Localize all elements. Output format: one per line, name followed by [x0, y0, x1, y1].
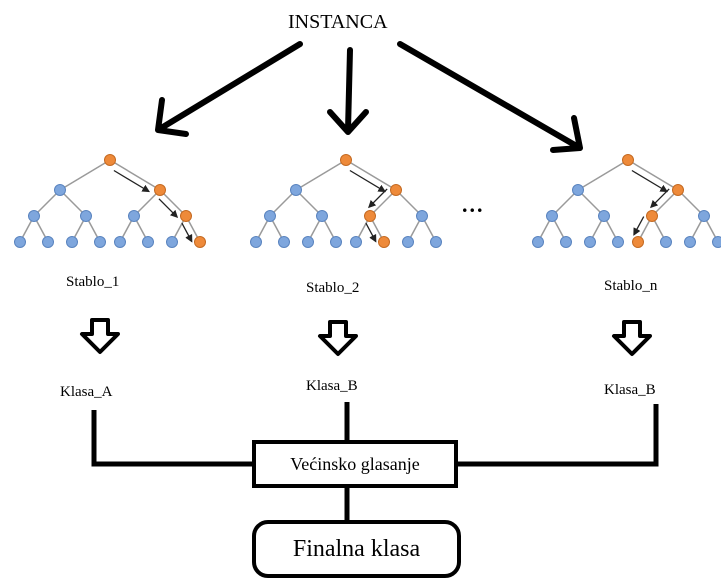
tree-node	[331, 237, 342, 248]
tree-node	[351, 237, 362, 248]
tree-node	[573, 185, 584, 196]
tree-node-active	[379, 237, 390, 248]
down-arrows	[82, 320, 650, 354]
tree-node	[533, 237, 544, 248]
tree-node	[303, 237, 314, 248]
arrow-to-tree-2	[330, 50, 366, 132]
tree-node-active	[391, 185, 402, 196]
tree-node-active	[633, 237, 644, 248]
down-arrow-1	[82, 320, 118, 352]
tree-node	[15, 237, 26, 248]
tree-node-active	[341, 155, 352, 166]
tree-node-active	[105, 155, 116, 166]
majority-voting-box: Većinsko glasanje	[252, 440, 458, 488]
tree-node	[43, 237, 54, 248]
instance-arrows	[158, 44, 580, 150]
tree-edge	[296, 160, 346, 190]
instance-title: INSTANCA	[288, 11, 388, 34]
tree-node-active	[647, 211, 658, 222]
tree-node	[291, 185, 302, 196]
tree-node	[661, 237, 672, 248]
tree-node	[167, 237, 178, 248]
tree-edge	[110, 160, 160, 190]
decision-path-arrow	[651, 189, 669, 207]
decision-path-arrow	[634, 217, 644, 235]
tree-node	[143, 237, 154, 248]
decision-tree-1	[15, 155, 206, 248]
tree-node	[431, 237, 442, 248]
connector-1	[94, 410, 252, 464]
tree-label-2: Stablo_2	[306, 280, 359, 297]
final-class-label: Finalna klasa	[293, 536, 420, 563]
trees-group	[15, 155, 721, 248]
tree-node	[95, 237, 106, 248]
tree-node	[251, 237, 262, 248]
decision-path-arrow	[159, 199, 177, 217]
tree-node-active	[155, 185, 166, 196]
tree-node	[129, 211, 140, 222]
tree-node	[403, 237, 414, 248]
tree-node	[547, 211, 558, 222]
tree-edge	[578, 160, 628, 190]
class-label-2: Klasa_B	[306, 378, 358, 395]
tree-node	[317, 211, 328, 222]
final-class-box: Finalna klasa	[252, 520, 461, 578]
tree-node	[279, 237, 290, 248]
arrow-to-tree-1	[158, 44, 300, 134]
tree-edge	[60, 160, 110, 190]
class-label-1: Klasa_A	[60, 384, 113, 401]
tree-node	[29, 211, 40, 222]
down-arrow-n	[614, 322, 650, 354]
tree-node-active	[623, 155, 634, 166]
ellipsis: ...	[462, 192, 485, 218]
tree-node	[713, 237, 721, 248]
decision-tree-2	[251, 155, 442, 248]
class-label-n: Klasa_B	[604, 382, 656, 399]
tree-node	[561, 237, 572, 248]
tree-node	[265, 211, 276, 222]
decision-path-arrow	[182, 223, 192, 241]
tree-node	[55, 185, 66, 196]
tree-node	[585, 237, 596, 248]
tree-label-1: Stablo_1	[66, 274, 119, 291]
tree-node	[685, 237, 696, 248]
decision-path-arrow	[366, 223, 376, 241]
tree-node	[417, 211, 428, 222]
tree-node-active	[181, 211, 192, 222]
tree-node	[613, 237, 624, 248]
tree-node	[699, 211, 710, 222]
arrow-to-tree-n	[400, 44, 580, 150]
tree-node-active	[365, 211, 376, 222]
tree-edge	[628, 160, 678, 190]
tree-node	[81, 211, 92, 222]
tree-node-active	[673, 185, 684, 196]
tree-node	[115, 237, 126, 248]
tree-node-active	[195, 237, 206, 248]
majority-voting-label: Većinsko glasanje	[290, 454, 419, 475]
down-arrow-2	[320, 322, 356, 354]
connector-n	[458, 404, 656, 464]
tree-node	[599, 211, 610, 222]
tree-node	[67, 237, 78, 248]
tree-label-n: Stablo_n	[604, 278, 657, 295]
decision-tree-3	[533, 155, 721, 248]
decision-path-arrow	[369, 189, 387, 207]
tree-edge	[346, 160, 396, 190]
